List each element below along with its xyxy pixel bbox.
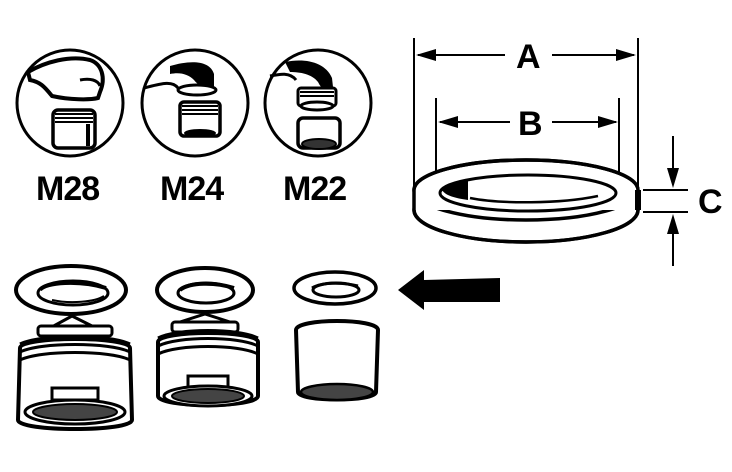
m28-faucet-illustration [15, 48, 125, 158]
washer-small [292, 270, 378, 306]
size-label-m28: M28 [36, 170, 99, 208]
aerator-large [15, 314, 135, 431]
aerator-small-female [293, 319, 381, 402]
size-label-m24: M24 [160, 170, 224, 208]
dimension-label-b: B [518, 105, 543, 143]
m22-faucet-illustration [263, 48, 373, 158]
size-label-m22: M22 [283, 170, 346, 208]
m24-faucet-illustration [140, 48, 250, 158]
dimension-label-c: C [698, 183, 723, 221]
aerator-medium [156, 312, 260, 408]
dimension-label-a: A [516, 38, 541, 76]
washer-medium [155, 266, 255, 314]
washer-large [14, 264, 128, 316]
washer-dimension-drawing [412, 38, 688, 266]
pointer-arrow-left-icon [398, 270, 500, 310]
